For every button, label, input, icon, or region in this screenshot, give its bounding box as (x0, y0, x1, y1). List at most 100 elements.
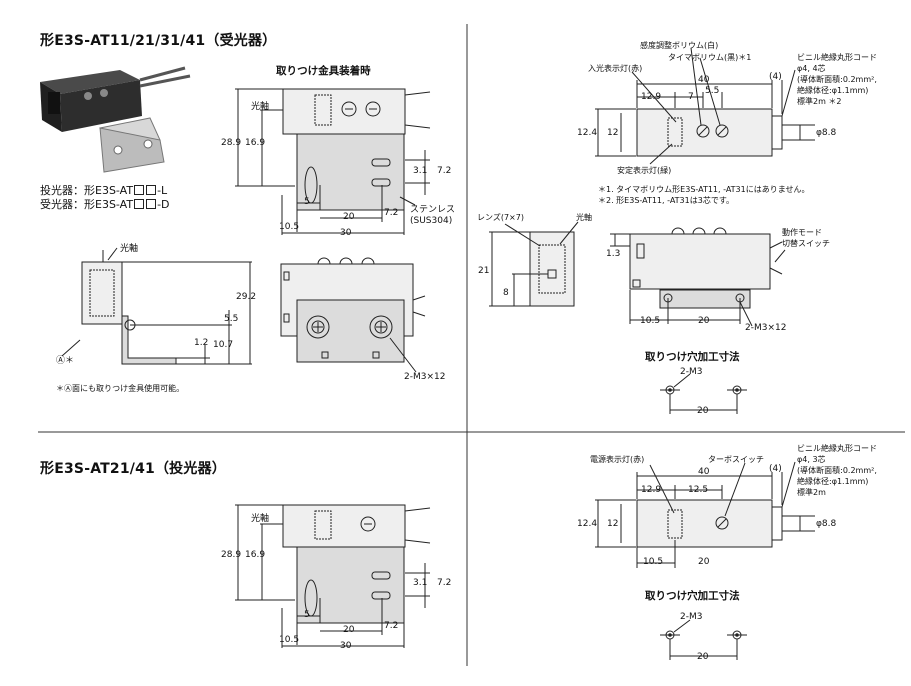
dim-28-9: 28.9 (221, 138, 242, 148)
cable-spec-2: φ4, 4芯 (797, 64, 826, 73)
dim-r8-8: φ8.8 (816, 128, 837, 138)
emitter-model-label: 投光器：形E3S-AT (40, 184, 134, 197)
timer-label: タイマボリウム(黒)＊1 (668, 53, 752, 62)
receiver-model-suffix: -D (157, 198, 170, 211)
emitter-dim-r4: (4) (769, 464, 782, 474)
hole-m3-emitter: 2-M3 (680, 612, 703, 622)
stainless-label: ステンレス (410, 205, 456, 215)
emitter-dim-5: 5 (304, 610, 310, 620)
optical-axis-label-side: 光軸 (120, 244, 139, 254)
dim-10-5: 10.5 (279, 222, 300, 232)
emitter-dim-r12-4: 12.4 (577, 519, 598, 529)
hole-dim-20-emitter: 20 (697, 652, 709, 662)
dim-r4: (4) (769, 72, 782, 82)
dim-5: 5 (304, 197, 310, 207)
mount-heading: 取りつけ金具装着時 (276, 65, 371, 77)
hole-dim-20-receiver: 20 (697, 406, 709, 416)
cable-spec-3: (導体断面積:0.2mm², (797, 75, 877, 84)
screw-note-receiver: 2-M3×12 (404, 372, 446, 382)
face-a-label: Ⓐ＊ (56, 356, 75, 366)
emitter-title: 形E3S-AT21/41（投光器） (40, 461, 226, 477)
emitter-model-line: 投光器：形E3S-AT -L (40, 184, 167, 197)
hole-m3-receiver: 2-M3 (680, 367, 703, 377)
note-1: ＊1. タイマボリウム形E3S-AT11, -AT31にはありません。 (598, 185, 810, 194)
dim-r5-5: 5.5 (705, 86, 720, 96)
turbo-switch-label: ターボスイッチ (708, 455, 764, 464)
emitter-model-suffix: -L (157, 184, 168, 197)
note-2: ＊2. 形E3S-AT11, -AT31は3芯です。 (598, 196, 735, 205)
emitter-dim-28-9: 28.9 (221, 550, 242, 560)
optical-axis-label-right: 光軸 (576, 213, 592, 222)
sus304-label: (SUS304) (410, 216, 453, 226)
dim-1-2: 1.2 (194, 338, 209, 348)
dim-r1-3: 1.3 (606, 249, 621, 259)
emitter-dim-7-2: 7.2 (437, 578, 452, 588)
dim-r40: 40 (698, 75, 710, 85)
incident-led-label: 入光表示灯(赤) (588, 64, 643, 73)
emitter-cable-spec-2: φ4, 3芯 (797, 455, 826, 464)
emitter-dim-3-1: 3.1 (413, 578, 428, 588)
emitter-dim-10-5: 10.5 (279, 635, 300, 645)
face-a-note: ＊Ⓐ面にも取りつけ金具使用可能。 (56, 384, 185, 393)
sensitivity-label: 感度調整ボリウム(白) (640, 41, 719, 50)
emitter-cable-spec-4: 絶縁体径:φ1.1mm) (797, 477, 869, 486)
dim-20: 20 (343, 212, 355, 222)
lens-label: レンズ(7×7) (477, 213, 524, 222)
receiver-model-line: 受光器：形E3S-AT -D (40, 198, 170, 211)
dim-7-2b: 7.2 (384, 208, 399, 218)
emitter-dim-r40: 40 (698, 467, 710, 477)
dim-5-5: 5.5 (224, 314, 239, 324)
dim-r12-9: 12.9 (641, 92, 662, 102)
power-led-label: 電源表示灯(赤) (590, 455, 645, 464)
dim-3-1: 3.1 (413, 166, 428, 176)
emitter-cable-spec-3: (導体断面積:0.2mm², (797, 466, 877, 475)
emitter-optical-axis-label: 光軸 (251, 514, 270, 524)
receiver-title: 形E3S-AT11/21/31/41（受光器） (40, 33, 277, 49)
dim-r12: 12 (607, 128, 619, 138)
dim-10-7: 10.7 (213, 340, 234, 350)
stable-led-label: 安定表示灯(緑) (617, 166, 672, 175)
cable-spec-5: 標準2m ＊2 (797, 97, 842, 106)
dim-r7: 7 (688, 92, 694, 102)
emitter-dim-r12-5: 12.5 (688, 485, 709, 495)
dim-30: 30 (340, 228, 352, 238)
receiver-model-label: 受光器：形E3S-AT (40, 198, 134, 211)
cable-spec-4: 絶縁体径:φ1.1mm) (797, 86, 869, 95)
emitter-dim-r20: 20 (698, 557, 710, 567)
dim-r8: 8 (503, 288, 509, 298)
emitter-dim-r8-8: φ8.8 (816, 519, 837, 529)
mode-label-2: 切替スイッチ (782, 239, 830, 248)
emitter-dim-r10-5: 10.5 (643, 557, 664, 567)
hole-heading-receiver: 取りつけ穴加工寸法 (645, 351, 740, 363)
emitter-cable-spec-1: ビニル絶縁丸形コード (797, 444, 877, 453)
dim-r20: 20 (698, 316, 710, 326)
emitter-dim-16-9: 16.9 (245, 550, 266, 560)
dim-r21: 21 (478, 266, 490, 276)
mode-label-1: 動作モード (782, 228, 822, 237)
dim-r10-5: 10.5 (640, 316, 661, 326)
emitter-dim-30: 30 (340, 641, 352, 651)
screw-note-right: 2-M3×12 (745, 323, 787, 333)
dim-r12-4: 12.4 (577, 128, 598, 138)
hole-heading-emitter: 取りつけ穴加工寸法 (645, 590, 740, 602)
dim-16-9: 16.9 (245, 138, 266, 148)
emitter-dim-7-2b: 7.2 (384, 621, 399, 631)
dim-29-2: 29.2 (236, 292, 257, 302)
optical-axis-label: 光軸 (251, 102, 270, 112)
emitter-dim-20: 20 (343, 625, 355, 635)
dim-7-2: 7.2 (437, 166, 452, 176)
cable-spec-1: ビニル絶縁丸形コード (797, 53, 877, 62)
emitter-dim-r12-9: 12.9 (641, 485, 662, 495)
emitter-dim-r12: 12 (607, 519, 619, 529)
